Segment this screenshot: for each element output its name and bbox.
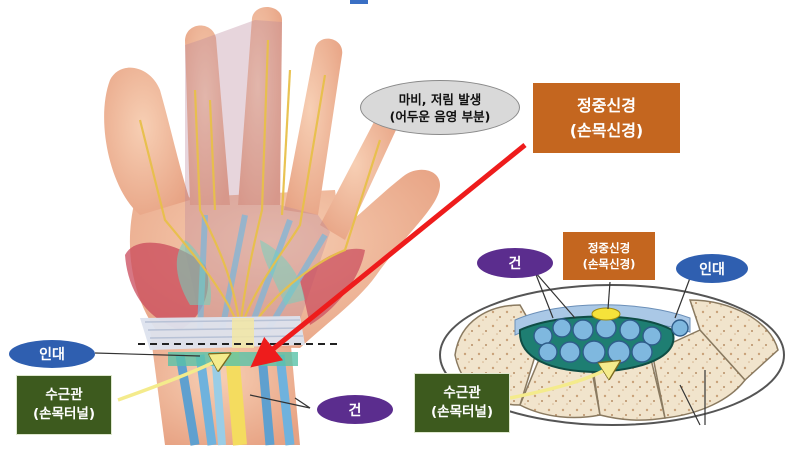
yellow-arrow-right (509, 366, 612, 400)
hand-illustration (104, 6, 440, 446)
carpal-tunnel-label-left: 수근관 (손목터널) (16, 375, 112, 435)
top-tab (350, 0, 368, 4)
tendon-label-right: 건 (477, 248, 553, 278)
symptom-label: 마비, 저림 발생 (어두운 음영 부분) (360, 80, 520, 135)
yellow-arrow-left (117, 358, 222, 402)
ligament-label-left: 인대 (9, 340, 95, 368)
carpal-tunnel-label-right: 수근관 (손목터널) (414, 373, 510, 433)
ligament-label-right: 인대 (676, 254, 748, 283)
tendon-label-left: 건 (317, 395, 393, 424)
median-nerve-label: 정중신경 (손목신경) (533, 83, 680, 153)
median-nerve-label-small: 정중신경 (손목신경) (563, 232, 655, 280)
red-arrow (250, 143, 527, 368)
